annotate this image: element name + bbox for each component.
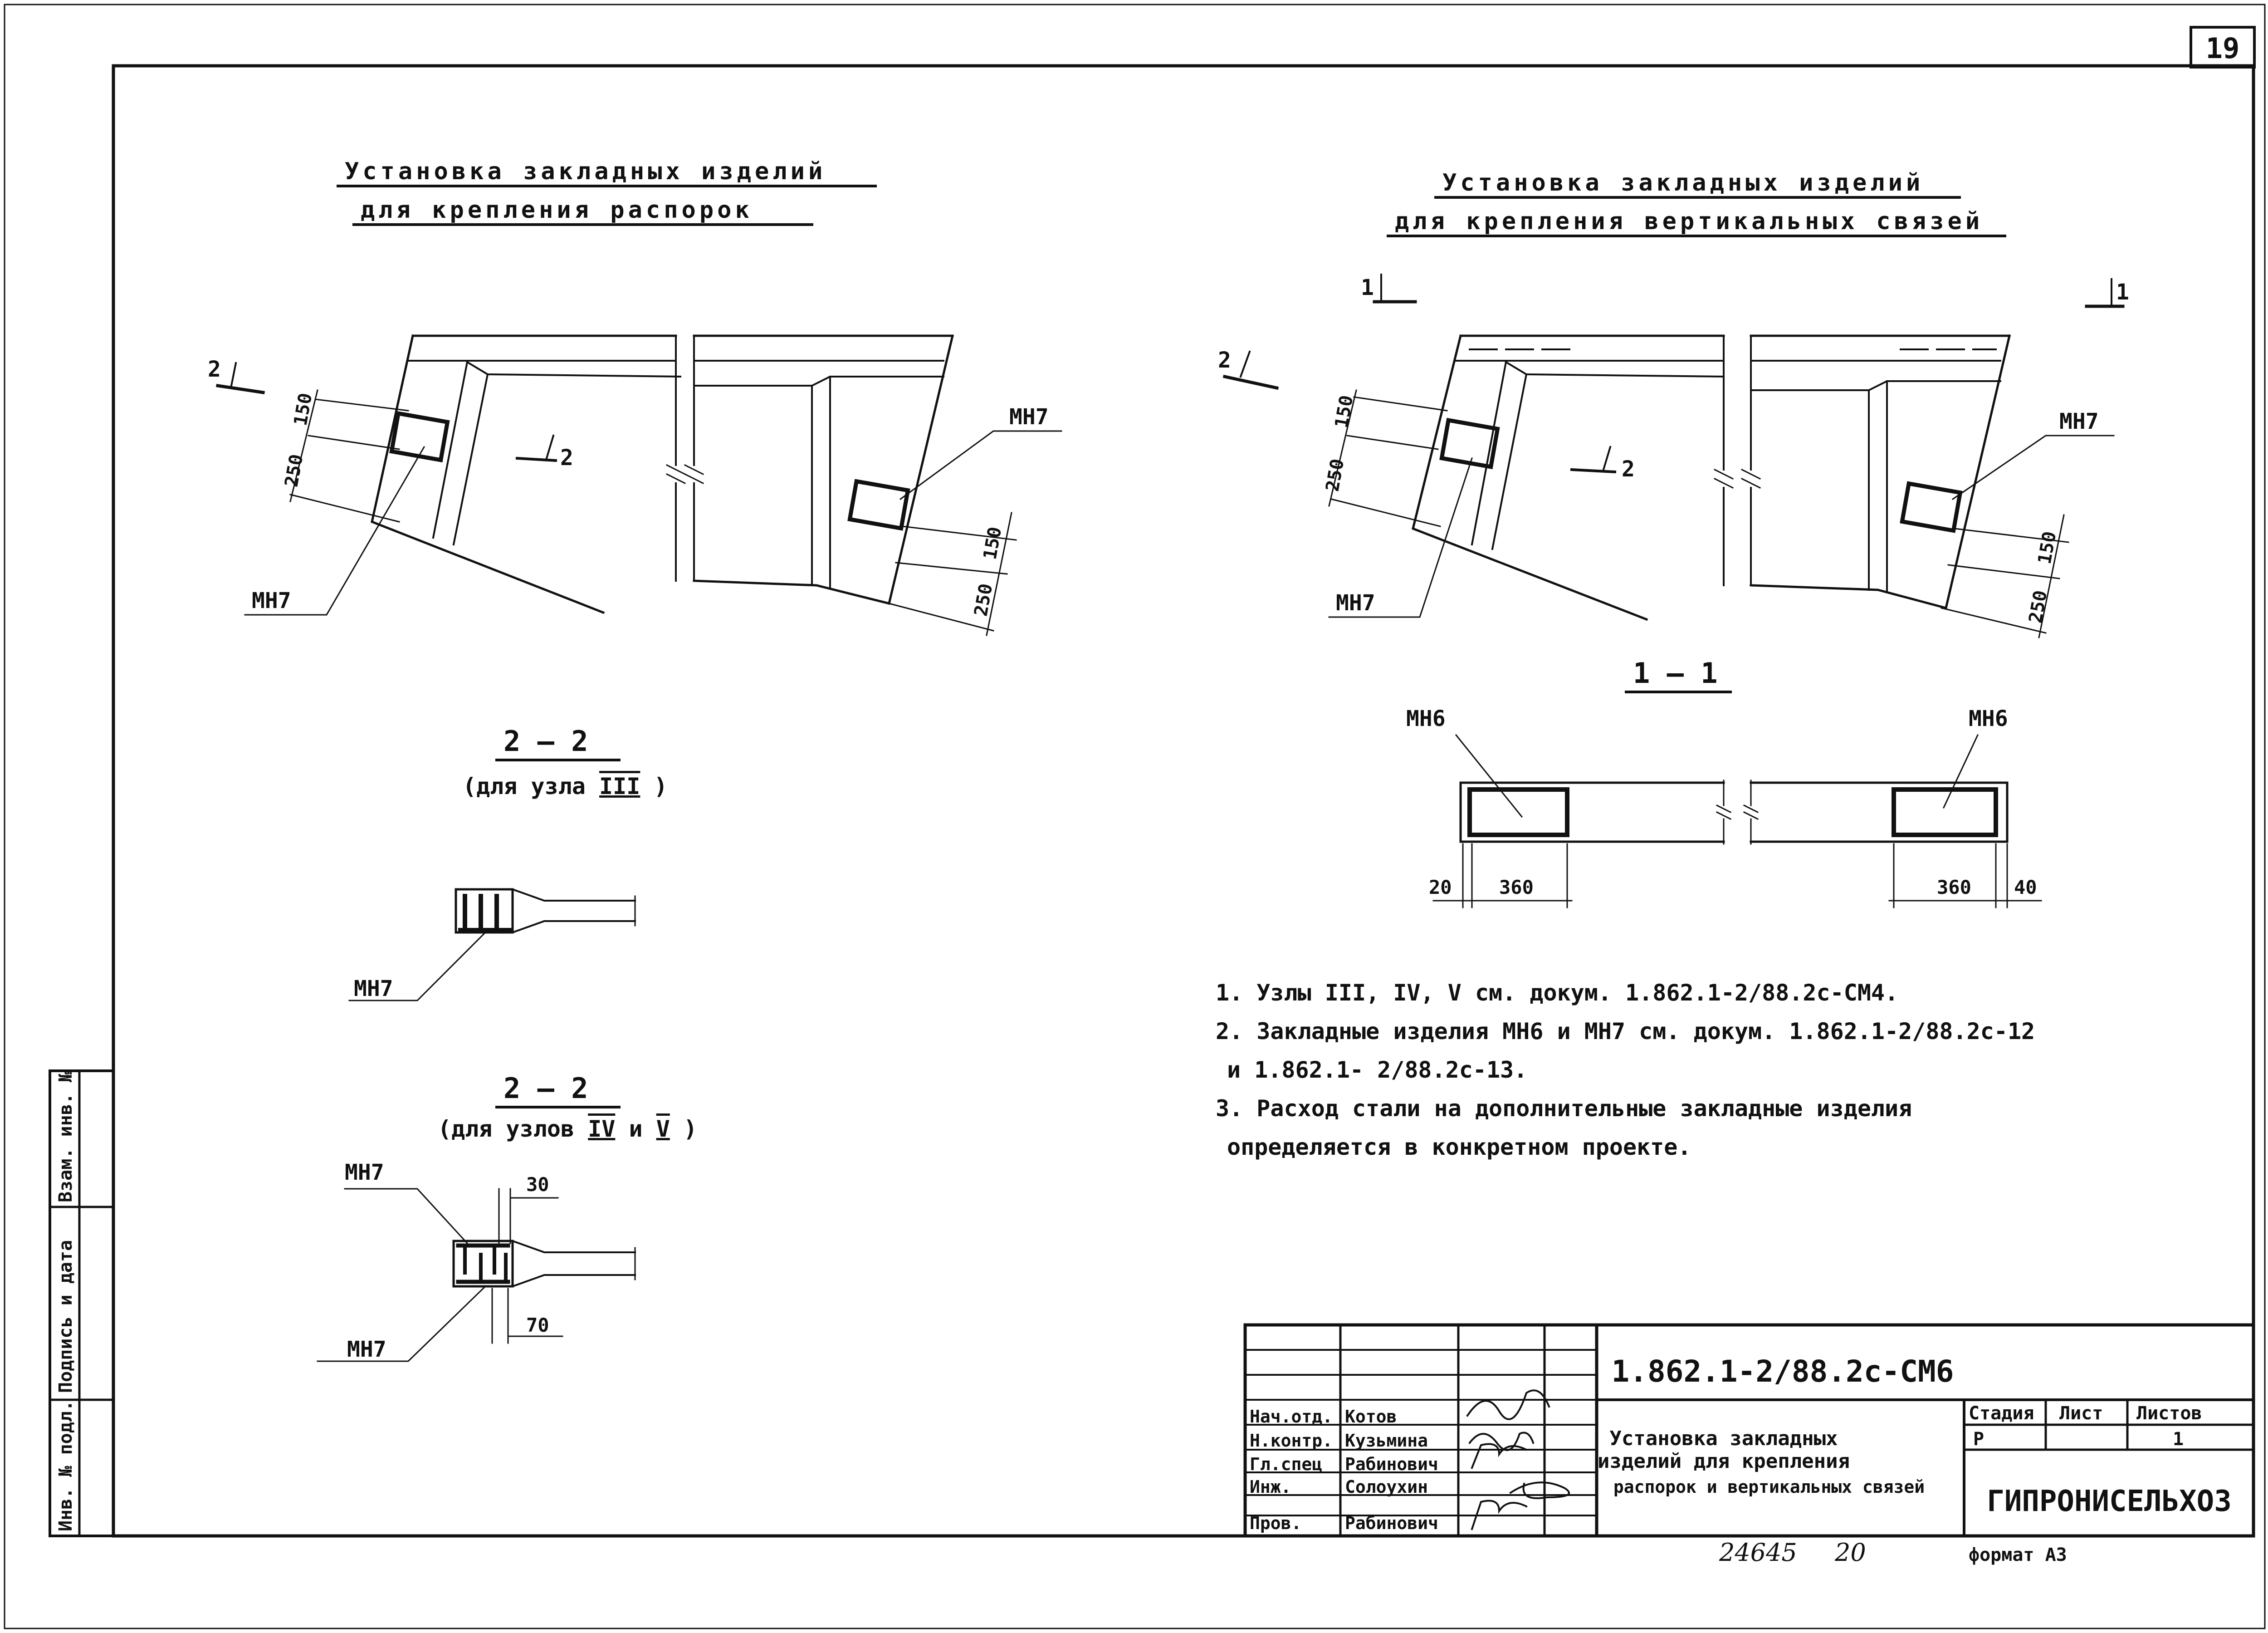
right-title-line1: Установка закладных изделий	[1442, 169, 1924, 196]
sheet-frame	[4, 4, 2266, 1629]
detail-b-label-bottom: МН7	[347, 1337, 386, 1362]
name-rabinovich-2: Рабинович	[1345, 1513, 1438, 1533]
detail-b-subtitle-suffix: )	[684, 1116, 697, 1142]
role-gl-spec: Гл.спец	[1250, 1454, 1322, 1474]
detail-a-subtitle: (для узла III )	[463, 773, 668, 799]
side-stamp-inv-podl: Инв. № подл.	[55, 1400, 76, 1531]
left-dim-150: 150	[290, 392, 317, 427]
left-dim-right-150: 150	[980, 525, 1006, 561]
detail-b-drawing	[317, 1188, 636, 1362]
right-marker-1-right: 1	[2116, 280, 2129, 305]
detail-b-label-top: МН7	[345, 1160, 384, 1185]
section-1-1-dim-40: 40	[2014, 876, 2037, 898]
detail-b-dim-70: 70	[526, 1314, 549, 1336]
right-dim-right-150: 150	[2034, 530, 2061, 566]
signatures	[1466, 1389, 1570, 1530]
section-1-1-drawing	[1432, 734, 2042, 908]
right-marker-1-left: 1	[1361, 275, 1374, 300]
section-1-1-label-left: МН6	[1406, 706, 1446, 731]
section-1-1-title: 1 — 1	[1633, 657, 1718, 690]
title-block-frame	[1243, 1323, 2255, 1538]
right-label-mn7-left: МН7	[1336, 590, 1375, 616]
left-title-line2: для крепления распорок	[361, 196, 753, 224]
right-inner-section-2: 2	[1622, 456, 1635, 482]
right-dim-right-250: 250	[2025, 589, 2052, 625]
left-section-marker: 2	[208, 357, 221, 382]
organization: ГИПРОНИСЕЛЬХОЗ	[1987, 1485, 2231, 1518]
sheets-value: 1	[2173, 1429, 2184, 1450]
right-dim-150: 150	[1331, 394, 1358, 430]
detail-b-title: 2 — 2	[503, 1072, 588, 1105]
sheet-header: Лист	[2059, 1403, 2103, 1424]
name-kuzmina: Кузьмина	[1345, 1431, 1428, 1451]
detail-a-drawing	[348, 888, 636, 1001]
note-2-cont: и 1.862.1- 2/88.2с-13.	[1227, 1057, 1527, 1083]
detail-b-subtitle-node2: V	[656, 1116, 670, 1142]
tb-title-line2: изделий для крепления	[1598, 1450, 1850, 1473]
detail-b-subtitle-and: и	[629, 1116, 642, 1142]
name-kotov: Котов	[1345, 1407, 1397, 1427]
detail-a-subtitle-suffix: )	[654, 773, 667, 799]
right-marker-2: 2	[1218, 348, 1231, 373]
section-1-1-label-right: МН6	[1969, 706, 2008, 731]
sheets-header: Листов	[2136, 1403, 2202, 1424]
section-1-1-dim-20: 20	[1429, 876, 1452, 898]
left-dim-right-250: 250	[971, 582, 997, 618]
right-label-mn7-right: МН7	[2059, 409, 2099, 434]
side-stamp-vzam-inv: Взам. инв. №	[55, 1071, 76, 1202]
right-dim-250: 250	[1322, 457, 1349, 493]
detail-a-subtitle-node: III	[599, 773, 640, 799]
detail-a-title: 2 — 2	[503, 725, 588, 758]
detail-a-label: МН7	[354, 976, 393, 1001]
note-3: 3. Расход стали на дополнительные заклад…	[1216, 1095, 1912, 1122]
detail-a-subtitle-prefix: (для узла	[463, 773, 586, 799]
name-rabinovich-1: Рабинович	[1345, 1454, 1438, 1474]
stage-value: Р	[1973, 1429, 1984, 1450]
format-label: формат А3	[1969, 1545, 2067, 1565]
left-elevation	[216, 334, 1062, 636]
role-n-kontr: Н.контр.	[1250, 1431, 1333, 1451]
document-code: 1.862.1-2/88.2с-СМ6	[1612, 1354, 1954, 1389]
archive-number: 24645	[1719, 1538, 1797, 1567]
left-inner-section-2: 2	[560, 445, 573, 471]
name-soloukhin: Солоухин	[1345, 1477, 1428, 1497]
left-title-line1: Установка закладных изделий	[345, 158, 826, 185]
stage-header: Стадия	[1969, 1403, 2034, 1424]
detail-b-subtitle: (для узлов IV и V )	[438, 1116, 697, 1142]
role-nach-otd: Нач.отд.	[1250, 1407, 1333, 1427]
left-label-mn7-left: МН7	[252, 588, 291, 613]
section-1-1-dim-360-left: 360	[1499, 876, 1534, 898]
detail-b-subtitle-prefix: (для узлов	[438, 1116, 574, 1142]
note-1: 1. Узлы III, IV, V см. докум. 1.862.1-2/…	[1216, 980, 1898, 1006]
role-prov: Пров.	[1250, 1513, 1301, 1533]
section-1-1-dim-360-right: 360	[1937, 876, 1971, 898]
note-2: 2. Закладные изделия МН6 и МН7 см. докум…	[1216, 1018, 2035, 1045]
side-stamp	[49, 1069, 115, 1537]
left-dim-250: 250	[281, 453, 308, 489]
detail-b-dim-30: 30	[526, 1173, 549, 1196]
left-label-mn7-right: МН7	[1009, 404, 1049, 430]
archive-sheet: 20	[1834, 1538, 1866, 1567]
note-3-cont: определяется в конкретном проекте.	[1227, 1134, 1691, 1160]
right-title-line2: для крепления вертикальных связей	[1395, 208, 1983, 235]
tb-title-line3: распорок и вертикальных связей	[1613, 1477, 1925, 1497]
role-inzh: Инж.	[1250, 1477, 1291, 1497]
detail-b-subtitle-node1: IV	[588, 1116, 615, 1142]
side-stamp-podpis-data: Подпись и дата	[55, 1240, 76, 1393]
right-elevation	[1222, 274, 2125, 638]
tb-title-line1: Установка закладных	[1609, 1427, 1838, 1450]
page-number: 19	[2206, 32, 2240, 65]
